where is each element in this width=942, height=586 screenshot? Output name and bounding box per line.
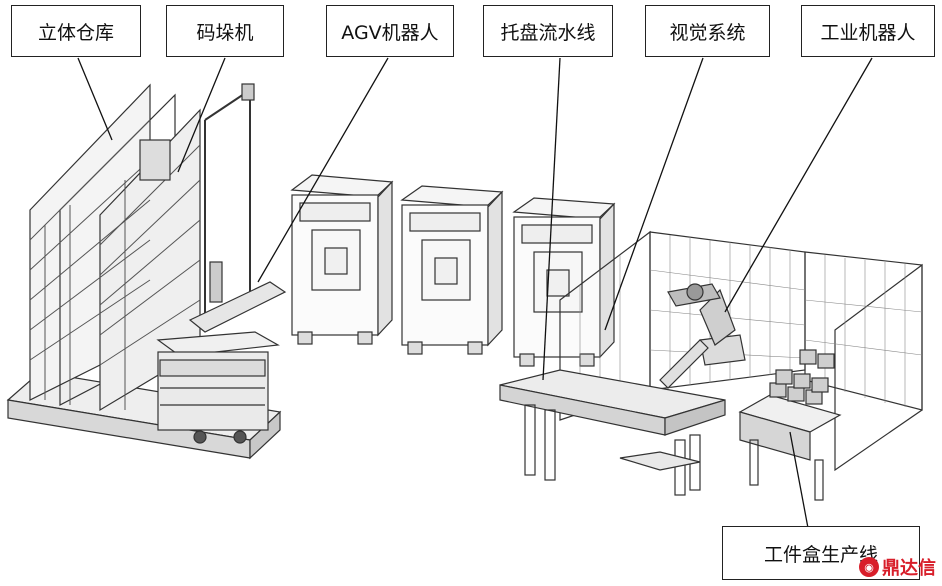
- label-stacker: 码垛机: [166, 5, 284, 57]
- box-production-line-drawing: [738, 349, 842, 501]
- label-agv: AGV机器人: [326, 5, 454, 57]
- label-box-line: 工件盒生产线: [722, 526, 920, 580]
- cabinet-1: [290, 174, 394, 345]
- watermark-text: 鼎达信: [882, 558, 936, 579]
- label-robot-text: 工业机器人: [820, 21, 916, 44]
- label-agv-text: AGV机器人: [341, 21, 439, 44]
- label-vision-text: 视觉系统: [669, 21, 746, 44]
- cabinet-3: [512, 197, 616, 367]
- label-vision: 视觉系统: [645, 5, 770, 57]
- label-robot: 工业机器人: [801, 5, 935, 57]
- pallet-conveyor-drawing: [499, 369, 726, 496]
- label-warehouse: 立体仓库: [11, 5, 141, 57]
- label-box-line-text: 工件盒生产线: [763, 543, 878, 566]
- agv-drawing: [156, 331, 280, 444]
- label-stacker-text: 码垛机: [196, 21, 254, 44]
- cabinet-2: [400, 185, 504, 355]
- leader-lines: [77, 57, 873, 529]
- label-pallet-line-text: 托盘流水线: [500, 21, 596, 44]
- robot-arm-drawing: [659, 283, 746, 389]
- watermark: ◉ 鼎达信: [859, 554, 936, 580]
- label-pallet-line: 托盘流水线: [483, 5, 613, 57]
- watermark-logo-icon: ◉: [859, 557, 879, 577]
- label-warehouse-text: 立体仓库: [37, 21, 114, 44]
